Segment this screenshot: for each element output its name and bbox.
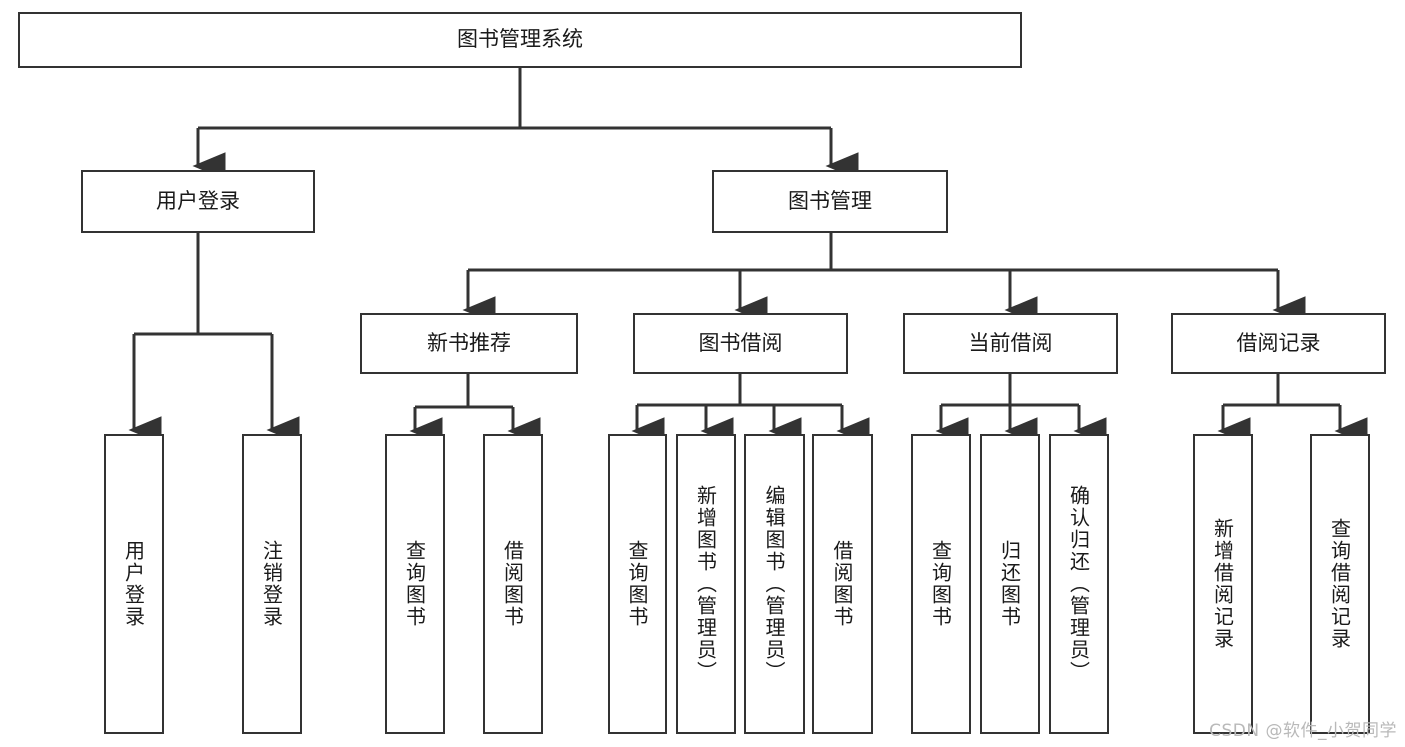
node-leaf-edit-book-label: 编辑图书（管理员） xyxy=(762,485,786,683)
node-borrow-record[interactable]: 借阅记录 xyxy=(1171,313,1386,374)
node-leaf-add-record[interactable]: 新增借阅记录 xyxy=(1193,434,1253,734)
node-leaf-confirm-return-label: 确认归还（管理员） xyxy=(1066,485,1091,683)
node-leaf-query-book-2-label: 查询图书 xyxy=(625,540,649,628)
node-leaf-logout[interactable]: 注销登录 xyxy=(242,434,302,734)
node-leaf-query-book-1-label: 查询图书 xyxy=(402,540,427,628)
node-current-borrow[interactable]: 当前借阅 xyxy=(903,313,1118,374)
node-user-login-label: 用户登录 xyxy=(156,188,240,213)
node-book-borrow-label: 图书借阅 xyxy=(698,330,783,355)
node-root-label: 图书管理系统 xyxy=(457,27,583,52)
node-book-manage-label: 图书管理 xyxy=(788,188,872,213)
node-leaf-user-login-label: 用户登录 xyxy=(121,540,146,628)
node-leaf-user-login[interactable]: 用户登录 xyxy=(104,434,164,734)
node-leaf-add-book[interactable]: 新增图书（管理员） xyxy=(676,434,736,734)
node-leaf-logout-label: 注销登录 xyxy=(259,540,284,628)
node-leaf-borrow-book-2-label: 借阅图书 xyxy=(830,540,854,628)
node-book-manage[interactable]: 图书管理 xyxy=(712,170,948,233)
node-leaf-borrow-book-2[interactable]: 借阅图书 xyxy=(812,434,873,734)
node-new-book-rec-label: 新书推荐 xyxy=(427,330,511,355)
watermark-text: CSDN @软件_小贺同学 xyxy=(1209,721,1397,741)
node-root[interactable]: 图书管理系统 xyxy=(18,12,1022,68)
node-leaf-borrow-book-1-label: 借阅图书 xyxy=(500,540,525,628)
node-book-borrow[interactable]: 图书借阅 xyxy=(633,313,848,374)
node-leaf-query-book-3[interactable]: 查询图书 xyxy=(911,434,971,734)
node-leaf-query-record-label: 查询借阅记录 xyxy=(1327,518,1352,650)
node-leaf-confirm-return[interactable]: 确认归还（管理员） xyxy=(1049,434,1109,734)
node-leaf-query-book-3-label: 查询图书 xyxy=(928,540,953,628)
node-leaf-add-record-label: 新增借阅记录 xyxy=(1210,518,1235,650)
node-new-book-rec[interactable]: 新书推荐 xyxy=(360,313,578,374)
node-current-borrow-label: 当前借阅 xyxy=(968,330,1053,355)
node-leaf-edit-book[interactable]: 编辑图书（管理员） xyxy=(744,434,805,734)
node-leaf-query-book-2[interactable]: 查询图书 xyxy=(608,434,667,734)
node-leaf-query-book-1[interactable]: 查询图书 xyxy=(385,434,445,734)
node-leaf-add-book-label: 新增图书（管理员） xyxy=(693,485,718,683)
node-borrow-record-label: 借阅记录 xyxy=(1236,330,1321,355)
node-leaf-borrow-book-1[interactable]: 借阅图书 xyxy=(483,434,543,734)
node-leaf-return-book[interactable]: 归还图书 xyxy=(980,434,1040,734)
node-user-login[interactable]: 用户登录 xyxy=(81,170,315,233)
node-leaf-query-record[interactable]: 查询借阅记录 xyxy=(1310,434,1370,734)
node-leaf-return-book-label: 归还图书 xyxy=(997,540,1022,628)
